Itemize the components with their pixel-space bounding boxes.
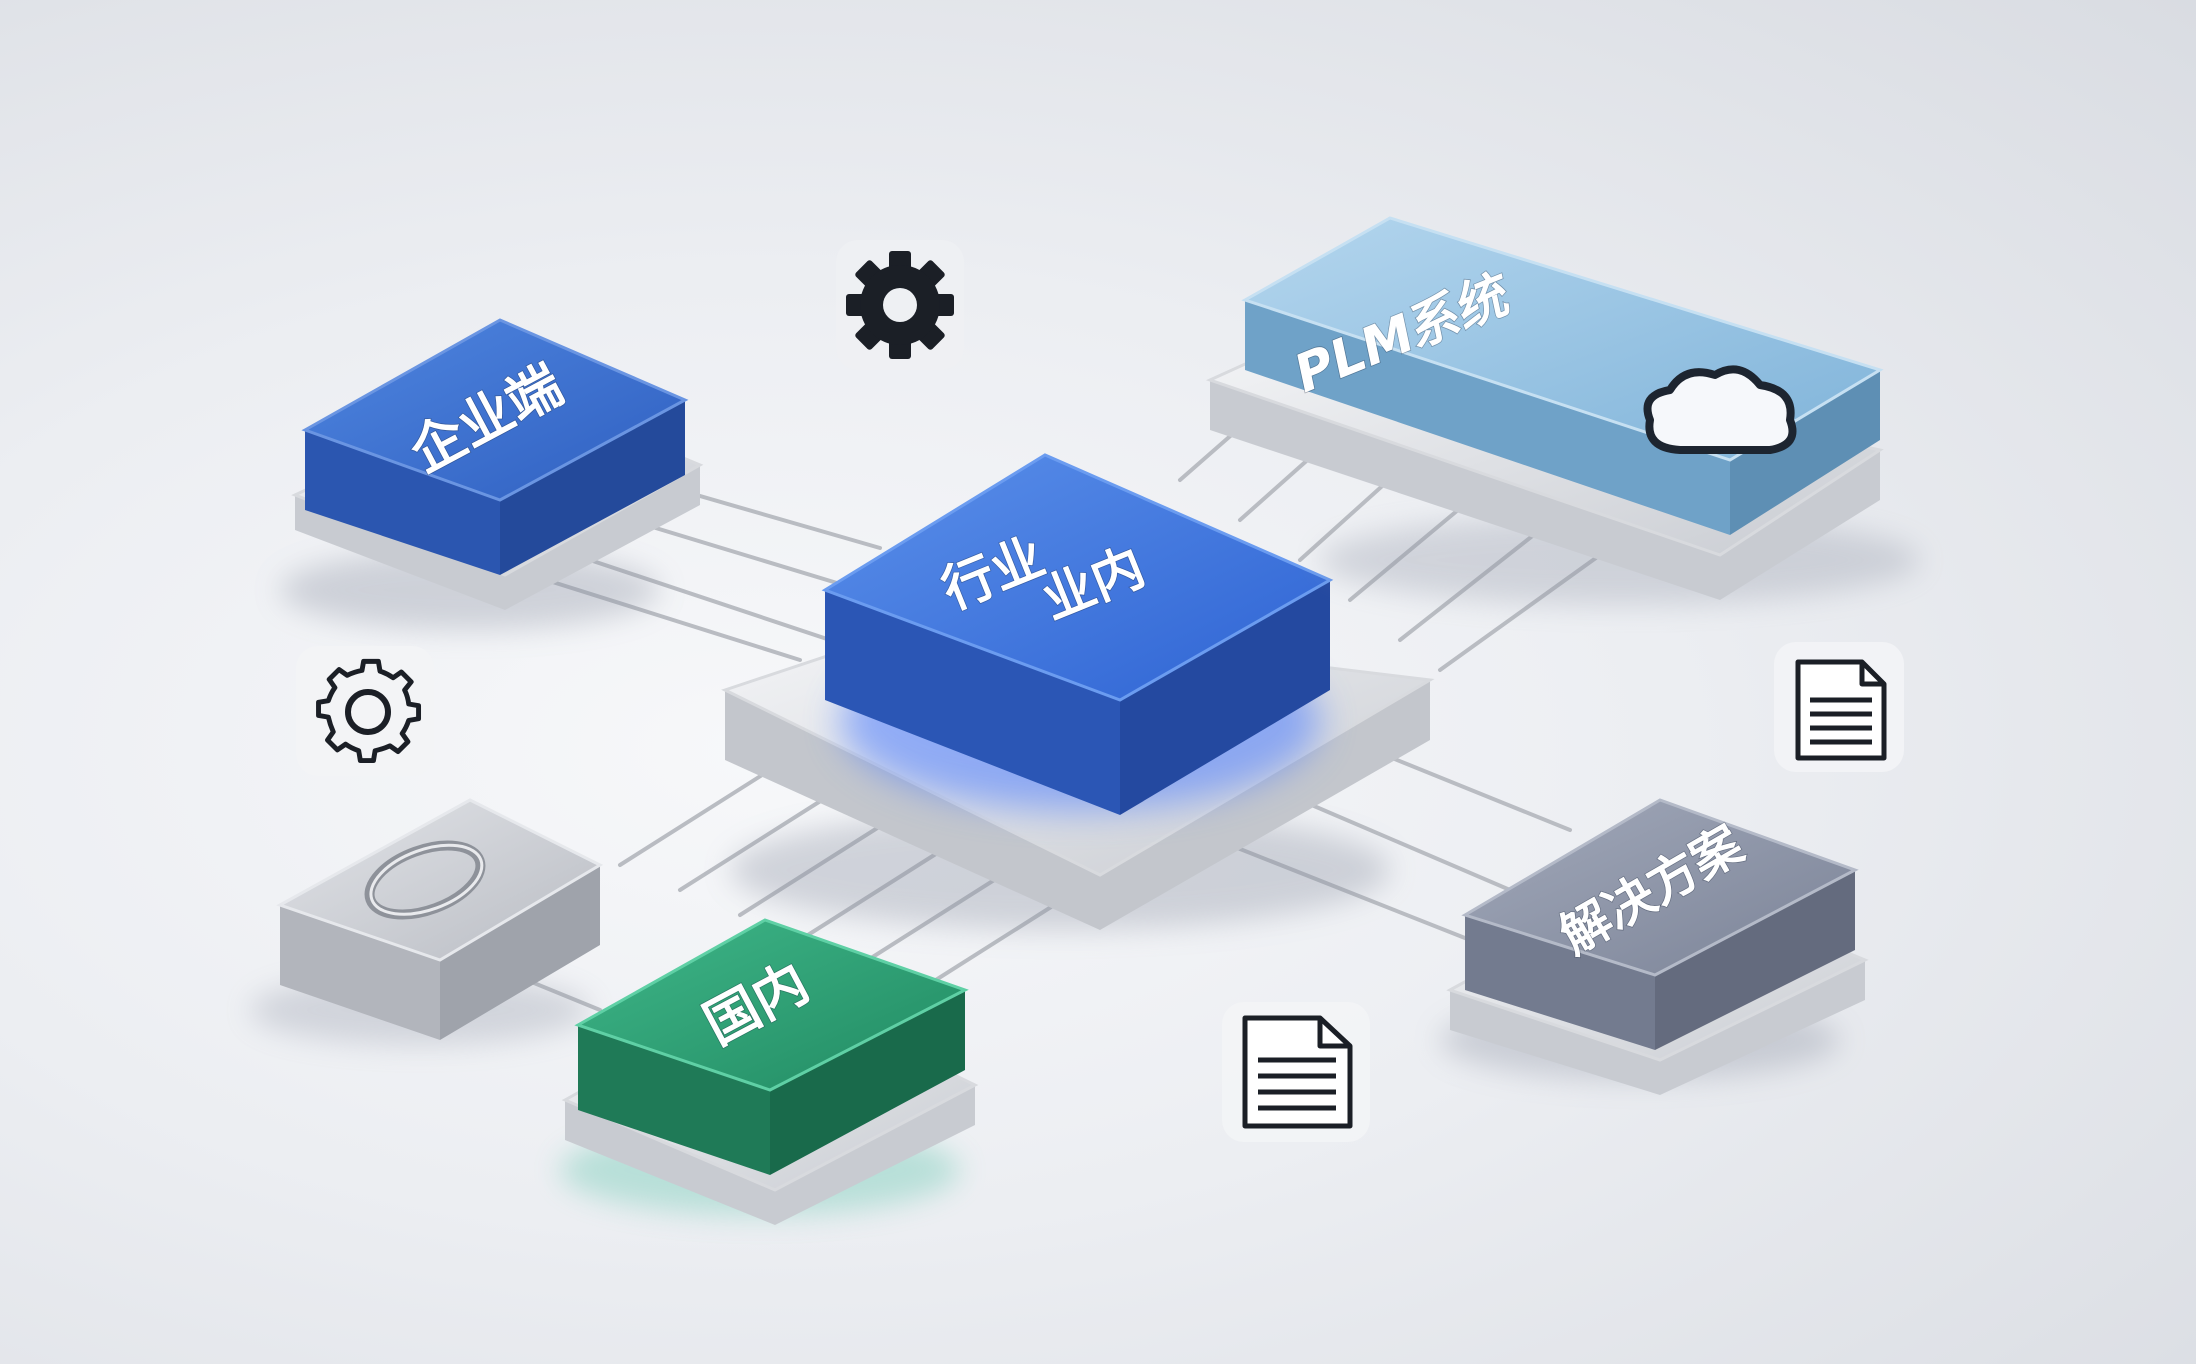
solution-node[interactable]: 解决方案: [1440, 798, 1869, 1095]
gear-outline-icon: [296, 646, 434, 776]
document-icon: [1774, 642, 1904, 772]
gear-icon: [836, 240, 964, 370]
blank-node[interactable]: [250, 798, 604, 1045]
ring-icon: [364, 840, 486, 920]
center-node[interactable]: 行业 业内: [721, 453, 1435, 930]
plm-node[interactable]: PLM系统: [1205, 216, 1920, 605]
enterprise-node[interactable]: 企业端: [280, 318, 704, 630]
document-icon: [1222, 1002, 1370, 1142]
domestic-node[interactable]: 国内: [560, 918, 979, 1225]
cloud-icon: [1643, 365, 1797, 454]
